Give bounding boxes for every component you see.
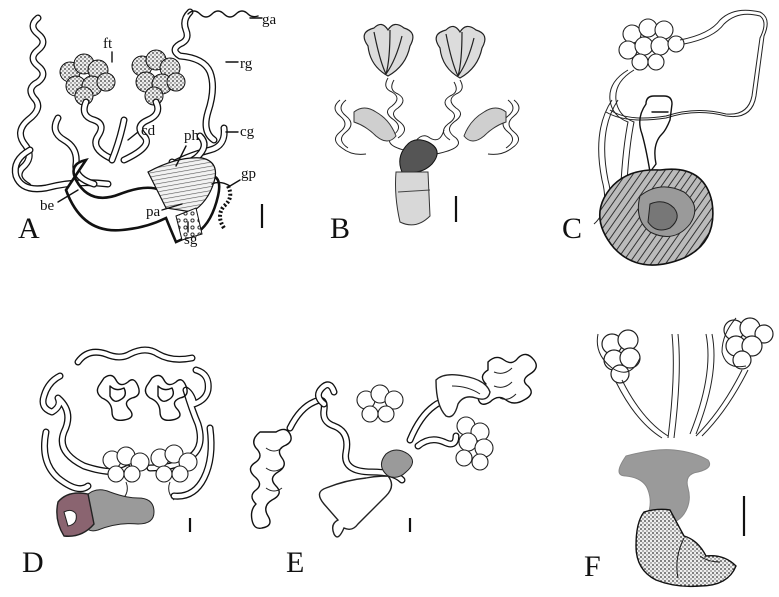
panel-e-letter: E: [286, 546, 304, 579]
panel-f-follicles: [602, 318, 773, 383]
label-be: be: [40, 198, 55, 214]
panel-c: C: [562, 10, 767, 265]
panel-e: E: [250, 354, 536, 579]
panel-a: A ga ft rg cd cg ph gp be pa sg: [15, 11, 276, 248]
label-sg: sg: [184, 232, 198, 248]
panel-e-penis-dark: [381, 450, 412, 477]
panel-c-letter: C: [562, 212, 582, 245]
panel-e-gland: [436, 375, 490, 417]
panel-b-penis-dark: [400, 140, 437, 172]
panel-a-left-convolutions: [15, 18, 108, 189]
panel-d-follicles: [103, 445, 197, 482]
panel-f-atrium: [636, 509, 736, 586]
label-ph: ph: [184, 128, 200, 144]
panel-c-follicles: [619, 19, 684, 70]
panel-a-letter: A: [18, 212, 40, 245]
panel-a-follicles-left: [60, 54, 115, 105]
panel-e-penis: [319, 476, 391, 537]
label-cg: cg: [240, 124, 255, 140]
panel-f: F: [584, 318, 773, 586]
label-rg: rg: [240, 56, 253, 72]
label-ga: ga: [262, 12, 277, 28]
panel-b-letter: B: [330, 212, 350, 245]
panel-e-left-convolution: [250, 429, 291, 528]
panel-a-phallus: [66, 158, 230, 242]
panel-d-letter: D: [22, 546, 44, 579]
label-ft: ft: [103, 36, 113, 52]
panel-a-ga-convolution: [188, 11, 258, 17]
panel-c-bursa: [640, 96, 672, 172]
panel-b-follicles: [364, 24, 485, 78]
panel-b: B: [330, 24, 519, 245]
label-gp: gp: [241, 166, 256, 182]
panel-f-letter: F: [584, 550, 601, 583]
panel-d: D: [22, 350, 211, 579]
panel-d-convolutions: [97, 375, 187, 420]
label-pa: pa: [146, 204, 161, 220]
panel-b-penis-light: [396, 172, 431, 225]
label-cd: cd: [141, 123, 156, 139]
